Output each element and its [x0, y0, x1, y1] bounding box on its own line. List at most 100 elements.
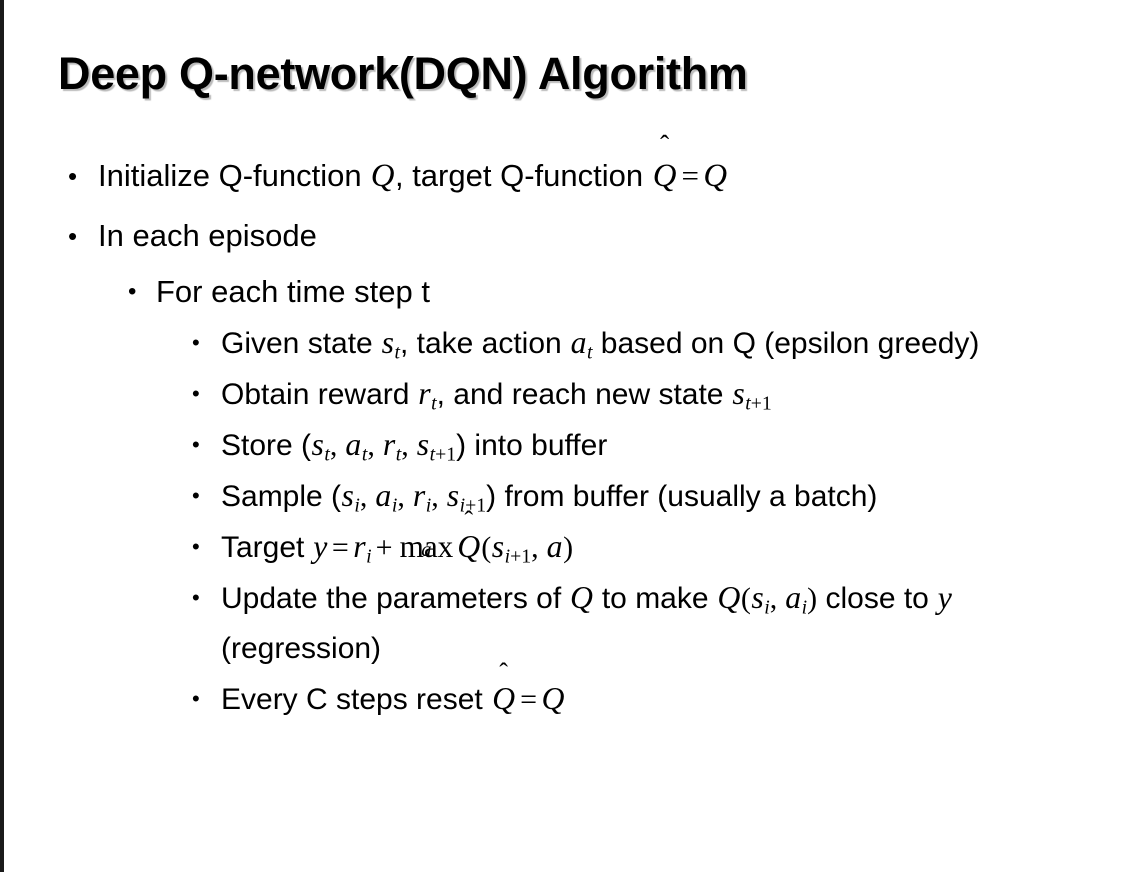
bullet-text: In each episode	[98, 218, 317, 253]
math-var-a: a	[375, 478, 392, 513]
math-var-s: s	[732, 376, 745, 411]
math-sub-i: i	[391, 494, 398, 517]
math-sub-i: i	[354, 494, 360, 517]
math-sub-i: i	[801, 596, 808, 619]
slide-body: • Initialize Q-function Q, target Q-func…	[0, 146, 1124, 725]
text-segment: ) from buffer (usually a batch)	[486, 480, 878, 513]
math-var-a: a	[785, 580, 802, 615]
math-equals: =	[520, 683, 537, 716]
math-plus: +	[375, 531, 393, 564]
math-var-r: r	[418, 376, 431, 411]
math-var-s2: s	[416, 427, 430, 462]
math-var-q2: Q	[717, 580, 741, 615]
bullet-text: Update the parameters of Q to make Q(si,…	[221, 573, 1098, 674]
bullet-marker-icon: •	[68, 161, 78, 191]
math-q-hat: ̂Q	[456, 522, 481, 572]
math-var-q2: Q	[703, 158, 728, 194]
slide-left-edge-accent	[0, 0, 4, 872]
math-paren-open: (	[740, 582, 751, 615]
text-segment: (regression)	[221, 632, 382, 665]
math-sub-i-plus-1: i+1	[460, 495, 487, 517]
math-sub-t: t	[361, 443, 368, 466]
sub-index: t	[745, 392, 751, 415]
bullet-item-for-each-time-step: • For each time step t	[0, 266, 1124, 318]
math-var-s: s	[341, 478, 354, 513]
bullet-item-store-transition: • Store (st, at, rt, st+1) into buffer	[0, 420, 1124, 471]
math-sub-i: i	[425, 494, 432, 517]
math-var-a: a	[345, 427, 362, 462]
max-label: max	[399, 529, 454, 564]
page-title: Deep Q-network(DQN) Algorithm	[58, 48, 748, 99]
sub-offset: +1	[750, 392, 772, 415]
math-var-q: Q	[541, 681, 565, 716]
math-separator: ,	[329, 429, 345, 462]
math-sub-t: t	[324, 443, 330, 466]
text-segment: Every C steps reset	[221, 683, 492, 716]
math-var-q: Q	[570, 580, 593, 615]
bullet-text: Given state st, take action at based on …	[221, 318, 1098, 369]
sub-offset: +1	[465, 494, 487, 517]
bullet-text: Every C steps reset ̂Q=Q	[221, 674, 1098, 725]
bullet-item-in-each-episode: • In each episode	[0, 206, 1124, 266]
sub-offset: +1	[435, 443, 457, 466]
math-var-r: r	[353, 529, 366, 564]
bullet-item-reset-target-network: • Every C steps reset ̂Q=Q	[0, 674, 1124, 725]
math-separator: ,	[769, 582, 785, 615]
math-var-y: y	[313, 529, 328, 564]
bullet-text: Target y=ri+maxâQ(si+1, a)	[221, 522, 1098, 573]
math-sub-t: t	[394, 341, 400, 364]
text-segment: Update the parameters of	[221, 582, 570, 615]
bullet-item-initialize: • Initialize Q-function Q, target Q-func…	[0, 146, 1124, 206]
math-var-qhat-base: Q	[457, 529, 481, 564]
math-separator: ,	[397, 480, 413, 513]
text-segment: to make	[593, 582, 717, 615]
text-segment: ) into buffer	[456, 429, 608, 462]
text-segment: based on Q (epsilon greedy)	[592, 327, 980, 360]
sub-index: i	[504, 545, 511, 568]
math-paren-open: (	[481, 531, 492, 564]
math-separator: ,	[401, 429, 417, 462]
text-segment: Store (	[221, 429, 312, 462]
math-paren-close: )	[807, 582, 818, 615]
bullet-marker-icon: •	[192, 686, 200, 711]
bullet-text: Obtain reward rt, and reach new state st…	[221, 369, 1098, 420]
bullet-marker-icon: •	[192, 483, 200, 508]
text-segment: Initialize Q-function	[98, 158, 371, 193]
text-segment: close to	[817, 582, 938, 615]
math-var-qhat-base: Q	[652, 158, 677, 194]
text-segment: , target Q-function	[394, 158, 652, 193]
sub-offset: +1	[510, 545, 532, 568]
math-var-s2: s	[446, 478, 460, 513]
bullet-item-update-parameters: • Update the parameters of Q to make Q(s…	[0, 573, 1124, 674]
math-sub-t: t	[431, 392, 437, 415]
bullet-item-given-state: • Given state st, take action at based o…	[0, 318, 1124, 369]
bullet-marker-icon: •	[192, 381, 200, 406]
bullet-text: Store (st, at, rt, st+1) into buffer	[221, 420, 1098, 471]
math-sub-t-plus-1: t+1	[745, 393, 772, 415]
bullet-marker-icon: •	[192, 330, 200, 355]
bullet-text: Initialize Q-function Q, target Q-functi…	[98, 146, 1124, 206]
bullet-marker-icon: •	[192, 534, 200, 559]
text-segment: Target	[221, 531, 313, 564]
sub-index: t	[429, 443, 436, 466]
math-sub-i: i	[366, 545, 372, 568]
bullet-item-sample-batch: • Sample (si, ai, ri, si+1) from buffer …	[0, 471, 1124, 522]
bullet-item-target-equation: • Target y=ri+maxâQ(si+1, a)	[0, 522, 1124, 573]
math-var-s: s	[751, 580, 764, 615]
max-subscript-a: a	[421, 538, 432, 561]
math-sub-i: i	[764, 596, 770, 619]
math-separator: ,	[431, 480, 447, 513]
math-separator: ,	[359, 480, 375, 513]
math-var-a: a	[570, 325, 587, 360]
bullet-marker-icon: •	[128, 278, 137, 305]
math-q-hat: ̂Q	[652, 146, 678, 206]
text-segment: Sample (	[221, 480, 342, 513]
math-var-q: Q	[370, 158, 395, 194]
math-var-y: y	[937, 580, 952, 615]
text-segment: , take action	[399, 327, 571, 360]
math-sub-i-plus-1: i+1	[505, 546, 532, 568]
math-var-s: s	[491, 529, 505, 564]
math-sub-t-plus-1: t+1	[430, 444, 457, 466]
